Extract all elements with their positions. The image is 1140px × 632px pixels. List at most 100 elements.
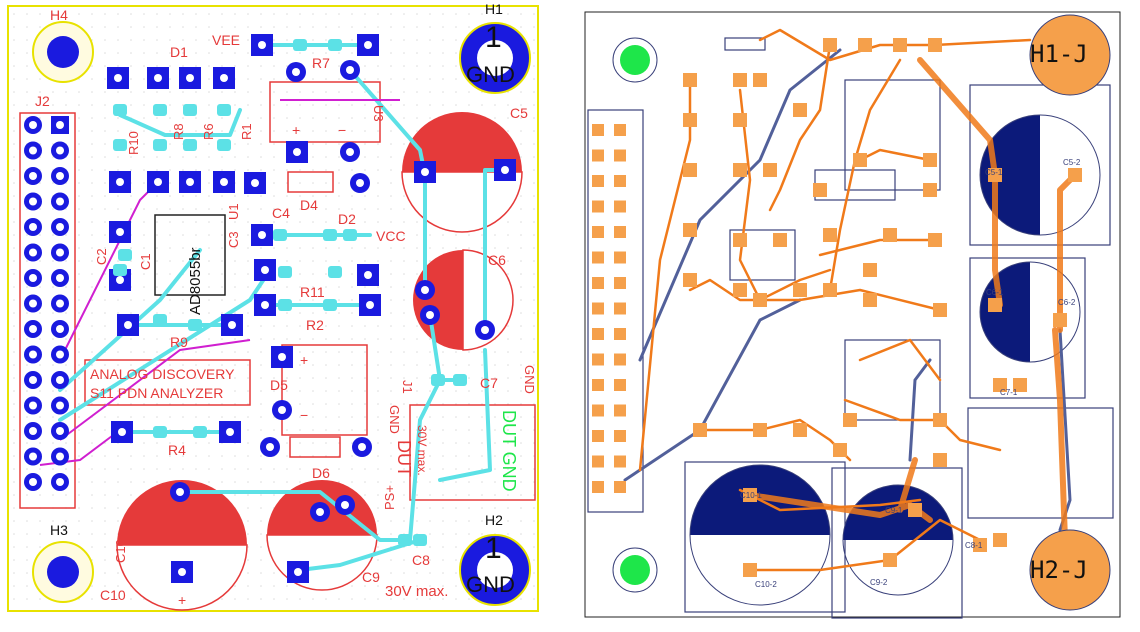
right-pad <box>993 378 1007 392</box>
j2-pin <box>24 192 42 211</box>
right-pad <box>683 223 697 237</box>
right-j2-pad <box>614 430 626 442</box>
j2-pin <box>24 243 42 262</box>
tht-pad <box>109 221 131 243</box>
right-pad <box>833 443 847 457</box>
right-j2-pad <box>592 455 604 468</box>
tht-pad <box>414 161 436 183</box>
left-rotated-labels: U3 R10 R8 R6 R1 C2 C1 C3 U1 AD8055br J1 … <box>94 105 537 563</box>
right-board-view[interactable]: H1-J H2-J C5-1 C5-2 C6-1 C6-2 C7-1 C10-1… <box>584 11 1121 619</box>
round-pad <box>260 437 280 457</box>
smd-pad <box>453 374 467 386</box>
h2-mount[interactable] <box>459 534 531 606</box>
smd-pad <box>323 299 337 311</box>
right-j2-pad <box>614 302 626 315</box>
right-pad <box>683 273 697 287</box>
label-dut: DUT <box>394 440 414 477</box>
right-j2-pad <box>592 379 604 391</box>
j2-pin <box>24 167 42 185</box>
right-pad <box>753 73 767 87</box>
smd-pad <box>323 229 337 241</box>
smd-pad <box>398 534 412 546</box>
j2-pin <box>51 243 69 262</box>
smd-pad <box>193 426 207 438</box>
right-pad <box>683 163 697 177</box>
right-pad <box>1068 168 1082 182</box>
left-pads <box>107 34 516 583</box>
u3-outline <box>269 81 381 143</box>
label-h3: H3 <box>50 522 68 538</box>
right-pad <box>743 488 757 502</box>
label-r1: R1 <box>239 123 254 140</box>
label-ps: PS+ <box>382 485 397 510</box>
right-j2-pad <box>614 277 626 289</box>
label-j2: J2 <box>35 93 50 109</box>
smd-pad <box>278 299 292 311</box>
right-j2-pad <box>614 455 626 468</box>
h4-mount[interactable] <box>32 21 94 83</box>
j2-pin <box>24 371 42 389</box>
label-c5: C5 <box>510 105 528 121</box>
right-label-h1: H1-J <box>1030 40 1088 68</box>
smd-pad <box>153 314 167 326</box>
right-pad <box>823 283 837 297</box>
label-gnd-top: GND <box>466 62 515 87</box>
label-r4: R4 <box>168 442 186 458</box>
right-pad <box>753 423 767 437</box>
label-pin1-top: 1 <box>485 21 502 54</box>
j2-pin <box>51 192 69 211</box>
label-vcc: VCC <box>376 228 406 244</box>
right-j2-pad <box>614 404 626 417</box>
label-u3-minus: − <box>338 122 346 138</box>
tht-pad <box>109 171 131 193</box>
right-j2-pad <box>592 149 604 162</box>
h3-mount[interactable] <box>32 541 94 603</box>
tht-pad <box>107 67 129 89</box>
right-h4[interactable] <box>612 37 658 83</box>
d5-outline <box>281 344 368 436</box>
j2-pin <box>24 447 42 466</box>
right-j2-pad <box>614 200 626 213</box>
round-pad <box>310 502 330 522</box>
round-pad <box>420 305 440 325</box>
label-gnd-right: GND <box>522 365 537 394</box>
round-pad <box>415 280 435 300</box>
round-pad <box>286 62 306 82</box>
right-labels: H1-J H2-J <box>1030 40 1088 584</box>
right-label-c8: C8-1 <box>965 541 983 550</box>
label-vee: VEE <box>212 32 240 48</box>
right-j2-pad <box>592 175 604 187</box>
right-h3[interactable] <box>612 547 658 593</box>
right-pad <box>933 453 947 467</box>
smd-pad <box>113 139 127 151</box>
right-pad <box>823 38 837 52</box>
right-h1[interactable] <box>1029 14 1111 96</box>
smd-pad <box>217 139 231 151</box>
h1-mount[interactable] <box>459 22 531 94</box>
right-h2[interactable] <box>1029 529 1111 611</box>
label-r6: R6 <box>201 123 216 140</box>
label-u3: U3 <box>371 105 386 122</box>
j2-pin <box>24 294 42 313</box>
smd-pad <box>273 229 287 241</box>
label-r7: R7 <box>312 55 330 71</box>
right-j2-pad <box>592 328 604 340</box>
label-c7: C7 <box>480 375 498 391</box>
j2-pin <box>51 218 69 236</box>
right-pad <box>928 38 942 52</box>
right-pad <box>993 533 1007 547</box>
right-j2-pad <box>592 404 604 417</box>
right-pad <box>823 228 837 242</box>
right-j2-pad <box>614 481 626 493</box>
tht-pad <box>357 34 379 56</box>
right-pad <box>743 563 757 577</box>
right-pad <box>683 113 697 127</box>
label-c2: C2 <box>94 248 109 265</box>
right-pad <box>843 413 857 427</box>
round-pad <box>350 173 370 193</box>
right-j2-pad <box>614 226 626 238</box>
right-label-c5: C5-1 <box>985 168 1003 177</box>
right-label-c6: C6-1 <box>986 288 1004 297</box>
left-board-view[interactable]: H4 H1 H2 H3 J2 D1 VEE R7 C5 D4 C4 D2 VCC… <box>0 0 550 627</box>
